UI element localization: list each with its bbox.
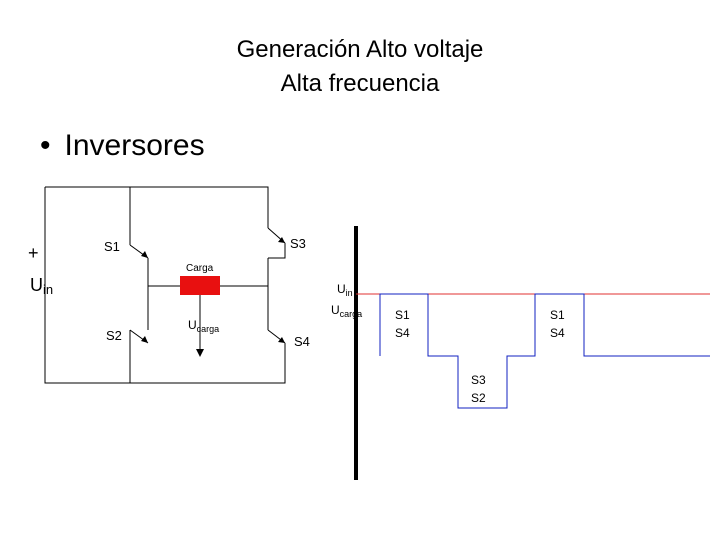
ucarga-label-sub: carga xyxy=(340,309,363,319)
ucarga-label-main: U xyxy=(331,303,340,317)
pulse3-label-a: S1 xyxy=(550,308,565,322)
source-label: Uin xyxy=(30,275,53,297)
source-label-main: U xyxy=(30,275,43,295)
title-line-1: Generación Alto voltaje xyxy=(236,36,484,63)
uin-label-main: U xyxy=(337,282,346,296)
arrow-s2 xyxy=(141,336,148,343)
load-resistor xyxy=(180,276,220,295)
bullet-item: • Inversores xyxy=(40,126,205,166)
ucarga-label: Ucarga xyxy=(331,303,362,319)
load-label: Carga xyxy=(186,263,214,274)
pulse1-label-a: S1 xyxy=(395,308,410,322)
label-s2: S2 xyxy=(106,328,122,343)
label-s1: S1 xyxy=(104,239,120,254)
wire-right-leg-bottom xyxy=(130,343,286,384)
label-s4: S4 xyxy=(294,334,310,349)
label-s3: S3 xyxy=(290,236,306,251)
voltage-arrow xyxy=(196,349,204,357)
pulse2-label-b: S2 xyxy=(471,391,486,405)
wire-s3-join xyxy=(268,243,286,259)
title-line-2: Alta frecuencia xyxy=(280,70,440,97)
uin-label: Uin xyxy=(337,282,353,298)
voltage-label-sub: carga xyxy=(197,324,220,334)
bullet-text: Inversores xyxy=(64,129,205,162)
arrow-s4 xyxy=(278,337,285,343)
pulse1-label-b: S4 xyxy=(395,326,410,340)
arrow-s3 xyxy=(278,237,285,243)
plus-sign: + xyxy=(28,243,39,263)
source-label-sub: in xyxy=(43,282,53,297)
voltage-label-main: U xyxy=(188,318,197,332)
carga-waveform xyxy=(379,293,710,409)
bullet-marker: • xyxy=(40,129,51,162)
wire-left-loop xyxy=(44,186,130,384)
wire-right-leg-top xyxy=(130,186,269,228)
circuit xyxy=(44,186,286,384)
voltage-label: Ucarga xyxy=(188,318,219,334)
arrow-s1 xyxy=(141,251,148,258)
pulse3-label-b: S4 xyxy=(550,326,565,340)
uin-label-sub: in xyxy=(346,288,353,298)
pulse2-label-a: S3 xyxy=(471,373,486,387)
